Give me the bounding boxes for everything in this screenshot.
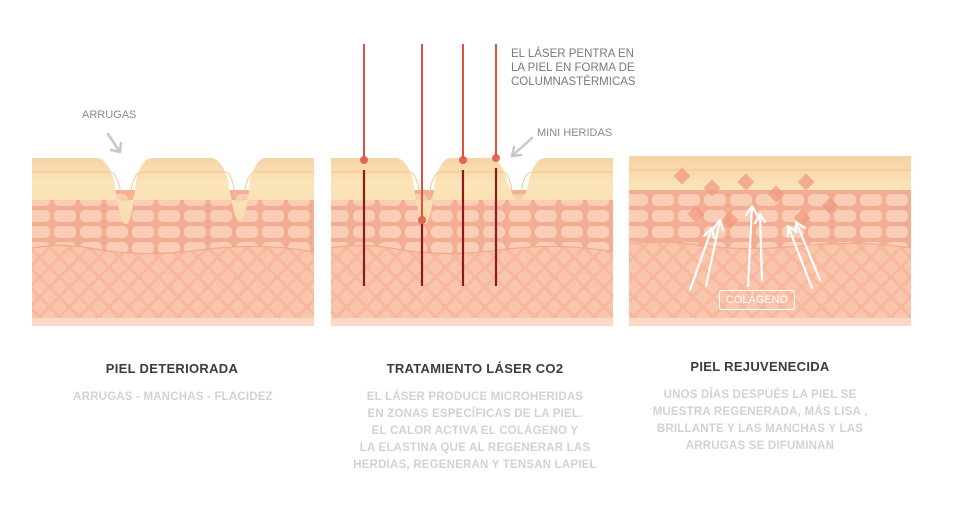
colageno-label: COLÁGENO bbox=[719, 290, 795, 310]
mini-heridas-arrow-icon bbox=[510, 136, 534, 158]
panel-deteriorada-skin bbox=[32, 158, 314, 326]
panel-tratamiento-skin bbox=[331, 158, 613, 326]
panel-1-description: ARRUGAS - MANCHAS - FLACIDEZ bbox=[73, 391, 273, 403]
panel-rejuvenecida-skin bbox=[629, 156, 911, 326]
laser-beams bbox=[360, 44, 500, 286]
panel-2-title: TRATAMIENTO LÁSER CO2 bbox=[386, 361, 564, 376]
laser-columnas-label: EL LÁSER PENTRA EN LA PIEL EN FORMA DE C… bbox=[511, 48, 636, 88]
arrugas-arrow-icon bbox=[106, 132, 123, 154]
panel-3-title: PIEL REJUVENECIDA bbox=[690, 359, 830, 374]
panel-2-description: EL LÁSER PRODUCE MICROHERIDAS EN ZONAS E… bbox=[353, 391, 597, 471]
panel-1-title: PIEL DETERIORADA bbox=[105, 361, 239, 376]
arrugas-label: ARRUGAS bbox=[82, 109, 137, 121]
regeneration-arrows bbox=[688, 204, 822, 292]
panel-3-description: UNOS DÍAS DESPUÉS LA PIEL SE MUESTRA REG… bbox=[652, 389, 868, 452]
mini-heridas-label: MINI HERIDAS bbox=[537, 127, 613, 139]
